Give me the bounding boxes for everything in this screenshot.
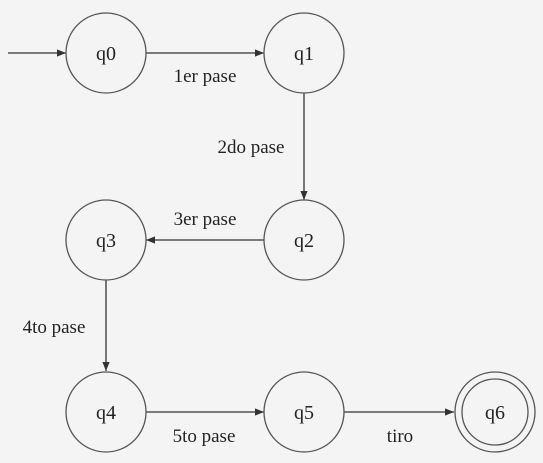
state-label-q3: q3 (96, 230, 116, 252)
accepting-inner-ring (461, 378, 529, 446)
state-q1: q1 (263, 12, 345, 94)
state-q3: q3 (65, 199, 147, 281)
state-label-q0: q0 (96, 43, 116, 65)
state-q2: q2 (263, 199, 345, 281)
state-q6-accepting: q6 (454, 371, 536, 453)
state-label-q1: q1 (294, 43, 314, 65)
transition-label-q0-q1: 1er pase (174, 66, 237, 87)
state-label-q6: q6 (485, 402, 505, 424)
accepting-outer-ring (454, 371, 536, 453)
state-q4: q4 (65, 371, 147, 453)
transition-label-q3-q4: 4to pase (23, 317, 86, 338)
state-label-q2: q2 (294, 230, 314, 252)
state-q0: q0 (65, 12, 147, 94)
transition-label-q1-q2: 2do pase (217, 137, 284, 158)
state-label-q5: q5 (294, 402, 314, 424)
transition-label-q5-q6: tiro (387, 426, 413, 447)
transition-label-q2-q3: 3er pase (174, 209, 237, 230)
state-label-q4: q4 (96, 402, 116, 424)
transition-label-q4-q5: 5to pase (173, 426, 236, 447)
state-q5: q5 (263, 371, 345, 453)
